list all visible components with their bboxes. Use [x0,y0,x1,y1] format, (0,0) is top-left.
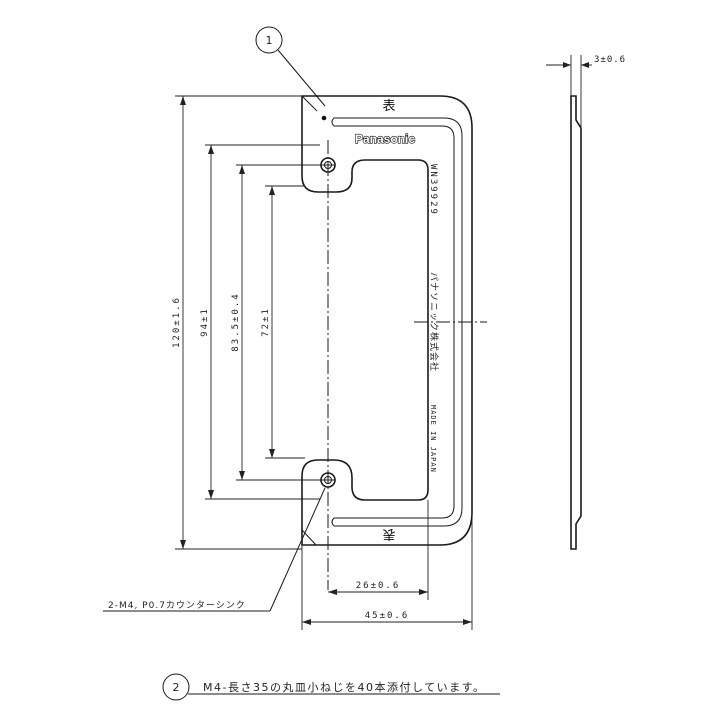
hole-pitch-label: 94±1 [200,307,210,337]
balloon-circle-1 [255,26,283,54]
opening-width-label: 26±0.6 [356,581,401,591]
slot-end-top [331,117,335,127]
side-profile [570,95,582,550]
balloon-label-1: 1 [266,34,273,47]
dimension-height-total: 120±1.6 [172,95,302,550]
hole-note-text: 2-M4, P0.7カウンターシンク [108,600,246,611]
inner-height-label: 83.5±0.4 [231,292,241,351]
model-number: WN39929 [428,164,438,216]
dimension-inner-height: 83.5±0.4 [231,164,335,481]
plate-markings: 表 表 Panasonic WN39929 パナソニック株式会社 MADE IN… [354,99,440,541]
leader-line-1 [277,49,326,107]
dimension-opening-height: 72±1 [261,185,305,459]
hole-callout: 2-M4, P0.7カウンターシンク [103,487,326,612]
maker-name: パナソニック株式会社 [428,272,440,372]
width-total-label: 45±0.6 [365,611,410,621]
origin-text: MADE IN JAPAN [429,405,437,473]
balloon-circle-2 [162,673,190,701]
dimension-opening-width: 26±0.6 [328,500,429,600]
balloon-label-2: 2 [173,681,180,694]
chamfer-top [301,95,318,112]
plate-outline [301,95,473,546]
height-total-label: 120±1.6 [172,296,182,348]
accessory-note-text: M4-長さ35の丸皿小ねじを40本添付しています。 [203,680,486,694]
opening-height-label: 72±1 [261,307,271,337]
balloon-part-1: 1 [255,26,326,107]
brand-logo: Panasonic [355,132,415,146]
dimension-hole-pitch: 94±1 [200,144,320,500]
side-view: 3±0.6 [546,55,626,550]
face-mark-top: 表 [382,99,395,114]
dot-marker [321,115,327,121]
chamfer-bottom [301,529,317,546]
thickness-label: 3±0.6 [594,55,626,65]
face-mark-bottom: 表 [382,526,395,541]
accessory-note: 2 M4-長さ35の丸皿小ねじを40本添付しています。 [162,673,500,701]
slot-end-bottom [331,517,335,527]
dimension-width-total: 45±0.6 [301,512,473,630]
plate-front-view [301,95,487,590]
hole-leader-line [269,487,326,612]
